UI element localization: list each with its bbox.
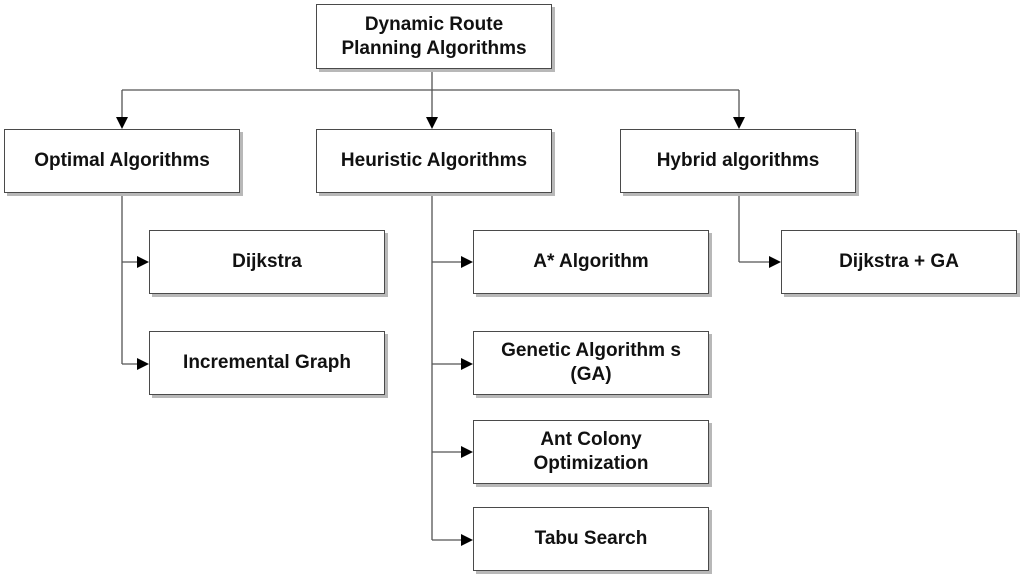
node-incremental-graph: Incremental Graph (149, 331, 385, 395)
arrow-to-tabu (461, 534, 473, 546)
category-optimal: Optimal Algorithms (4, 129, 240, 193)
arrow-to-genetic (461, 358, 473, 370)
node-dijkstra: Dijkstra (149, 230, 385, 294)
arrow-to-heuristic (426, 117, 438, 129)
arrow-to-a-star (461, 256, 473, 268)
node-dijkstra-ga: Dijkstra + GA (781, 230, 1017, 294)
node-ant-colony: Ant Colony Optimization (473, 420, 709, 484)
arrow-to-hybrid (733, 117, 745, 129)
arrow-to-ant-colony (461, 446, 473, 458)
node-tabu-search: Tabu Search (473, 507, 709, 571)
node-a-star: A* Algorithm (473, 230, 709, 294)
arrow-to-optimal (116, 117, 128, 129)
node-genetic-algorithms: Genetic Algorithm s (GA) (473, 331, 709, 395)
category-heuristic: Heuristic Algorithms (316, 129, 552, 193)
arrow-to-dijkstra (137, 256, 149, 268)
category-hybrid: Hybrid algorithms (620, 129, 856, 193)
arrow-to-dijkstra-ga (769, 256, 781, 268)
root-node: Dynamic Route Planning Algorithms (316, 4, 552, 69)
arrow-to-incremental-graph (137, 358, 149, 370)
